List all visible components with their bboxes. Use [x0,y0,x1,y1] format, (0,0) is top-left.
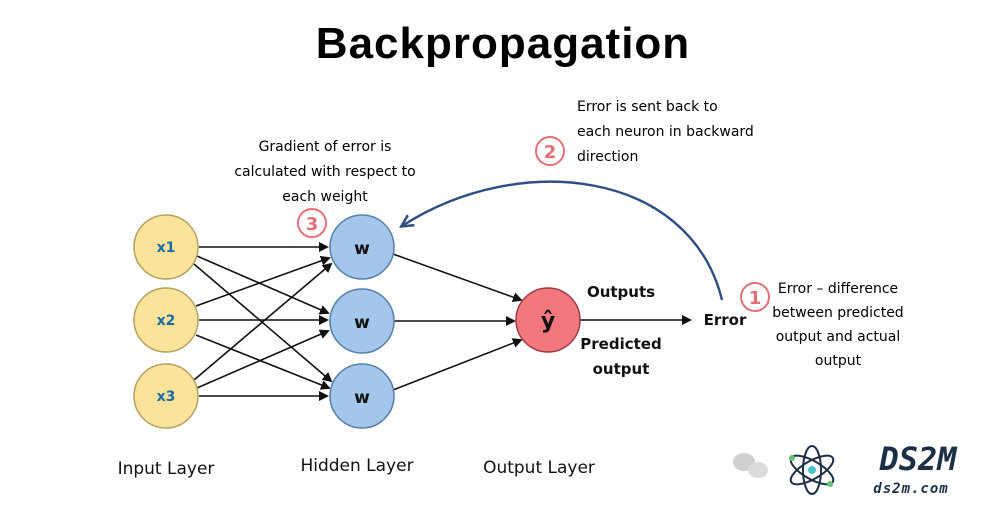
output-node-label: ŷ [541,309,555,334]
step-1-text-line1: Error – difference [778,281,898,297]
connection-h3-out [392,338,523,391]
input-node-x1: x1 [133,214,199,280]
step-2-number: 2 [544,142,557,163]
connection-x3-h2 [196,329,330,389]
backward-arrow [402,180,724,301]
step-1-text-line4: output [815,353,862,369]
connection-x1-h2 [196,255,330,315]
step-2-text-line1: Error is sent back to [577,99,718,115]
step-2-annotation: 2 Error is sent back to each neuron in b… [535,99,754,166]
input-node-label: x3 [157,389,176,405]
step-1-annotation: 1 Error – difference between predicted o… [740,281,904,369]
step-3-text-line2: calculated with respect to [234,164,415,180]
step-1-text-line3: output and actual [776,329,901,345]
hidden-node-2: w [329,288,395,354]
step-3-text-line3: each weight [282,189,368,205]
hidden-node-3: w [329,363,395,429]
hidden-layer: w w w [329,214,395,429]
output-node: ŷ [515,287,581,353]
logo-domain: ds2m.com [873,481,948,497]
hidden-node-1: w [329,214,395,280]
predicted-label-line2: output [593,360,650,378]
connection-h1-out [392,253,523,302]
wechat-icon [733,453,768,478]
error-label: Error [704,311,747,329]
input-layer-label: Input Layer [118,459,215,479]
input-node-x2: x2 [133,287,199,353]
step-3-text-line1: Gradient of error is [259,139,392,155]
step-1-number: 1 [749,288,762,309]
step-3-annotation: 3 Gradient of error is calculated with r… [234,139,416,238]
input-layer: x1 x2 x3 [133,214,199,429]
outputs-label: Outputs [587,283,655,301]
predicted-label-line1: Predicted [580,335,661,353]
step-3-number: 3 [306,214,319,235]
ds2m-logo: DS2M ds2m.com [789,440,958,497]
step-2-text-line3: direction [577,149,638,165]
atom-icon [789,445,835,495]
input-node-label: x2 [157,313,176,329]
step-2-text-line2: each neuron in backward [577,124,754,140]
input-node-x3: x3 [133,363,199,429]
input-node-label: x1 [157,240,176,256]
output-layer-label: Output Layer [483,458,595,478]
hidden-node-label: w [354,388,370,408]
page-title: Backpropagation [316,19,690,68]
hidden-layer-label: Hidden Layer [300,456,413,476]
connection-x3-h1 [193,262,333,381]
connection-x2-h1 [195,256,331,307]
hidden-node-label: w [354,239,370,259]
logo-name: DS2M [878,440,958,478]
hidden-node-label: w [354,313,370,333]
step-1-text-line2: between predicted [772,305,903,321]
hidden-output-connections [392,253,692,391]
input-hidden-connections [193,242,333,401]
connection-x2-h3 [195,334,331,390]
